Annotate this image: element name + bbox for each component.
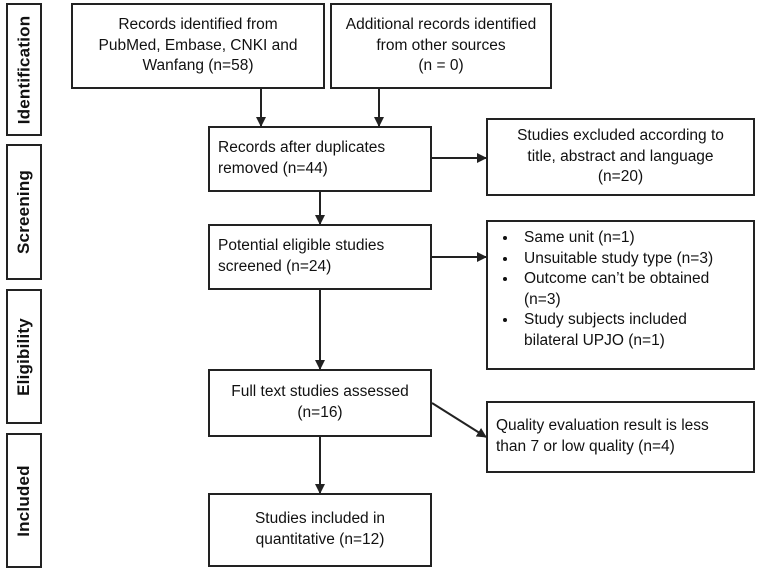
stage-eligibility-label: Eligibility xyxy=(14,317,34,396)
full-text-text: Full text studies assessed (n=16) xyxy=(231,383,409,421)
stage-identification-label: Identification xyxy=(14,15,34,124)
stage-identification: Identification xyxy=(6,3,42,136)
stage-screening: Screening xyxy=(6,144,42,280)
list-item: Unsuitable study type (n=3) xyxy=(518,249,745,270)
records-identified-text: Records identified from PubMed, Embase, … xyxy=(98,16,298,75)
box-full-text: Full text studies assessed (n=16) xyxy=(208,369,432,437)
included-quantitative-text: Studies included in quantitative (n=12) xyxy=(254,510,386,548)
box-included-quantitative: Studies included in quantitative (n=12) xyxy=(208,493,432,567)
box-records-identified: Records identified from PubMed, Embase, … xyxy=(71,3,325,89)
list-item: Outcome can’t be obtained (n=3) xyxy=(518,269,745,310)
box-quality-eval: Quality evaluation result is less than 7… xyxy=(486,401,755,473)
stage-included: Included xyxy=(6,433,42,568)
exclusion-reasons-list: Same unit (n=1) Unsuitable study type (n… xyxy=(496,228,745,352)
additional-records-text: Additional records identified from other… xyxy=(345,16,537,75)
box-excluded-title: Studies excluded according to title, abs… xyxy=(486,118,755,196)
box-exclusion-reasons: Same unit (n=1) Unsuitable study type (n… xyxy=(486,220,755,370)
stage-screening-label: Screening xyxy=(14,170,33,254)
quality-eval-text: Quality evaluation result is less than 7… xyxy=(496,417,709,455)
potential-eligible-text: Potential eligible studies screened (n=2… xyxy=(218,237,385,275)
stage-eligibility: Eligibility xyxy=(6,289,42,424)
list-item: Study subjects included bilateral UPJO (… xyxy=(518,310,745,351)
box-additional-records: Additional records identified from other… xyxy=(330,3,552,89)
box-potential-eligible: Potential eligible studies screened (n=2… xyxy=(208,224,432,290)
stage-included-label: Included xyxy=(14,464,33,537)
arrow-fulltext-to-quality xyxy=(431,402,487,438)
excluded-title-text: Studies excluded according to title, abs… xyxy=(517,127,724,186)
after-duplicates-text: Records after duplicates removed (n=44) xyxy=(218,139,386,177)
list-item: Same unit (n=1) xyxy=(518,228,745,249)
box-after-duplicates: Records after duplicates removed (n=44) xyxy=(208,126,432,192)
